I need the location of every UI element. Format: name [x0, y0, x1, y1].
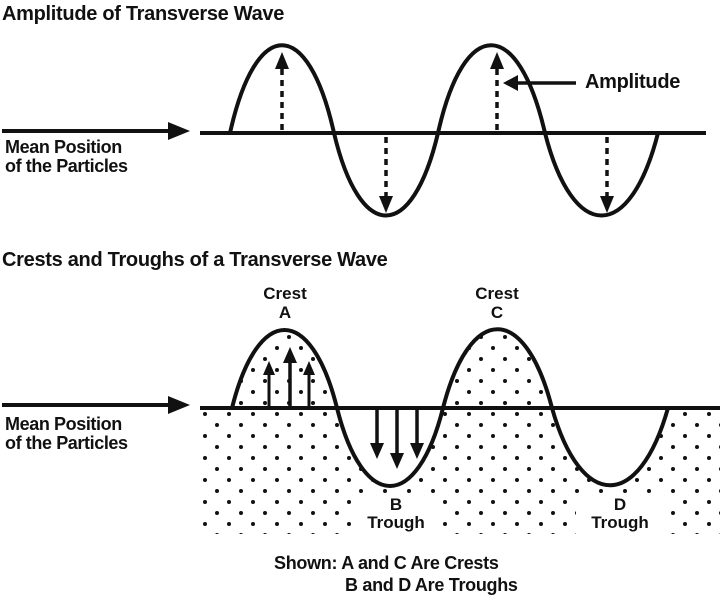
- trough-b-letter: B: [389, 495, 403, 514]
- crest-a-up-arrows: [263, 347, 315, 406]
- mean-position-label-top-line1: Mean Position: [5, 137, 122, 157]
- section1-title: Amplitude of Transverse Wave: [2, 3, 285, 25]
- amplitude-label: Amplitude: [585, 71, 681, 93]
- wave-curve-bottom: [230, 327, 670, 488]
- trough-b-label: B Trough: [352, 494, 440, 535]
- amplitude-dashed-arrow-crest-2: [490, 52, 504, 130]
- mean-position-label-bottom: Mean Position of the Particles: [5, 415, 128, 453]
- crest-c-label: Crest C: [452, 284, 542, 322]
- amplitude-dashed-arrow-trough-1: [379, 137, 393, 213]
- amplitude-pointer-arrow: [503, 75, 576, 91]
- mean-position-label-top: Mean Position of the Particles: [5, 138, 128, 176]
- mean-position-label-bottom-line1: Mean Position: [5, 414, 122, 434]
- crest-c-word: Crest: [475, 284, 519, 303]
- mean-position-label-top-line2: of the Particles: [5, 156, 128, 176]
- caption: Shown: A and C Are Crests B and D Are Tr…: [274, 553, 518, 596]
- mean-position-arrow-top: [2, 122, 190, 140]
- crest-a-label: Crest A: [240, 284, 330, 322]
- caption-line2: B and D Are Troughs: [345, 574, 518, 595]
- trough-d-label: D Trough: [576, 494, 664, 535]
- crest-a-letter: A: [278, 303, 292, 322]
- amplitude-dashed-arrow-crest-1: [275, 52, 289, 130]
- caption-line1: Shown: A and C Are Crests: [274, 553, 499, 573]
- wave-curve-top: [228, 43, 660, 218]
- trough-b-down-arrows: [370, 410, 424, 469]
- mean-position-arrow-bottom: [2, 396, 190, 414]
- trough-b-word: Trough: [367, 513, 425, 532]
- mean-position-label-bottom-line2: of the Particles: [5, 433, 128, 453]
- amplitude-dashed-arrow-trough-2: [600, 137, 614, 213]
- section2-title: Crests and Troughs of a Transverse Wave: [2, 249, 388, 271]
- crest-c-letter: C: [490, 303, 504, 322]
- trough-d-letter: D: [613, 495, 627, 514]
- medium-dotted-fill: [200, 329, 720, 534]
- trough-d-word: Trough: [591, 513, 649, 532]
- crest-a-word: Crest: [263, 284, 307, 303]
